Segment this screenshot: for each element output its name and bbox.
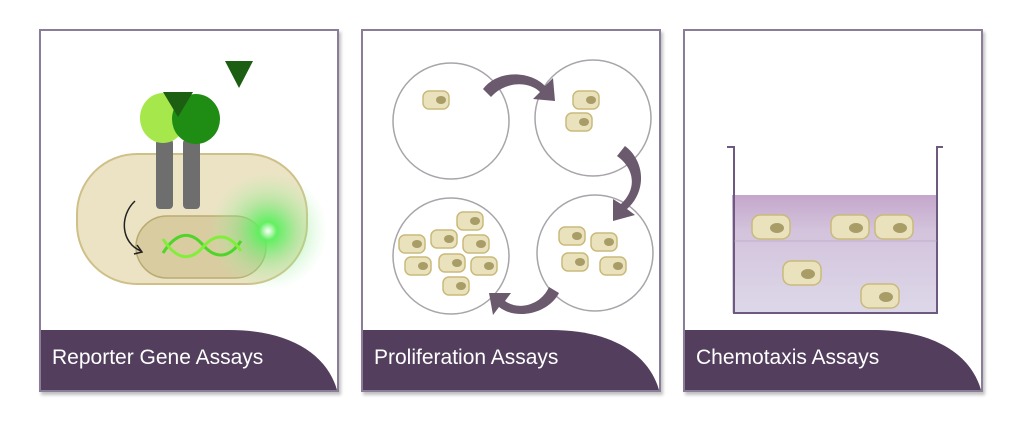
reporter-gene-illustration — [76, 61, 328, 291]
cycle-arrows — [483, 74, 642, 315]
receptor-stalk-left — [156, 139, 173, 209]
chemotaxis-illustration — [727, 146, 943, 314]
receptor-stalk-right — [183, 139, 200, 209]
signal-arrow-icon — [123, 200, 142, 252]
panel-title: Chemotaxis Assays — [696, 346, 880, 369]
banner: Chemotaxis Assays — [685, 330, 981, 390]
luminescence-glow — [208, 171, 328, 291]
proliferation-panel: Proliferation Assays — [361, 29, 661, 392]
transwell-insert — [727, 146, 943, 314]
dish-4 — [536, 194, 654, 312]
arrow-bottom-icon — [489, 287, 559, 315]
panel-title: Proliferation Assays — [374, 346, 559, 369]
proliferation-illustration — [392, 59, 654, 315]
dish-1 — [392, 62, 510, 180]
dna-helix-icon — [161, 234, 243, 258]
arrow-right-icon — [613, 146, 642, 221]
dish-2 — [534, 59, 652, 177]
arrow-top-icon — [483, 74, 555, 101]
panel-title: Reporter Gene Assays — [52, 346, 264, 369]
chemoattractant-medium — [732, 195, 937, 313]
reporter-gene-panel: Reporter Gene Assays — [39, 29, 339, 392]
banner: Reporter Gene Assays — [41, 330, 337, 390]
cell-nuclei — [412, 96, 623, 290]
free-ligand-icon — [225, 61, 253, 88]
chemotaxis-panel: Chemotaxis Assays — [683, 29, 983, 392]
banner: Proliferation Assays — [363, 330, 659, 390]
bound-ligand-icon — [163, 92, 193, 117]
migrating-cell-nuclei — [770, 223, 907, 302]
